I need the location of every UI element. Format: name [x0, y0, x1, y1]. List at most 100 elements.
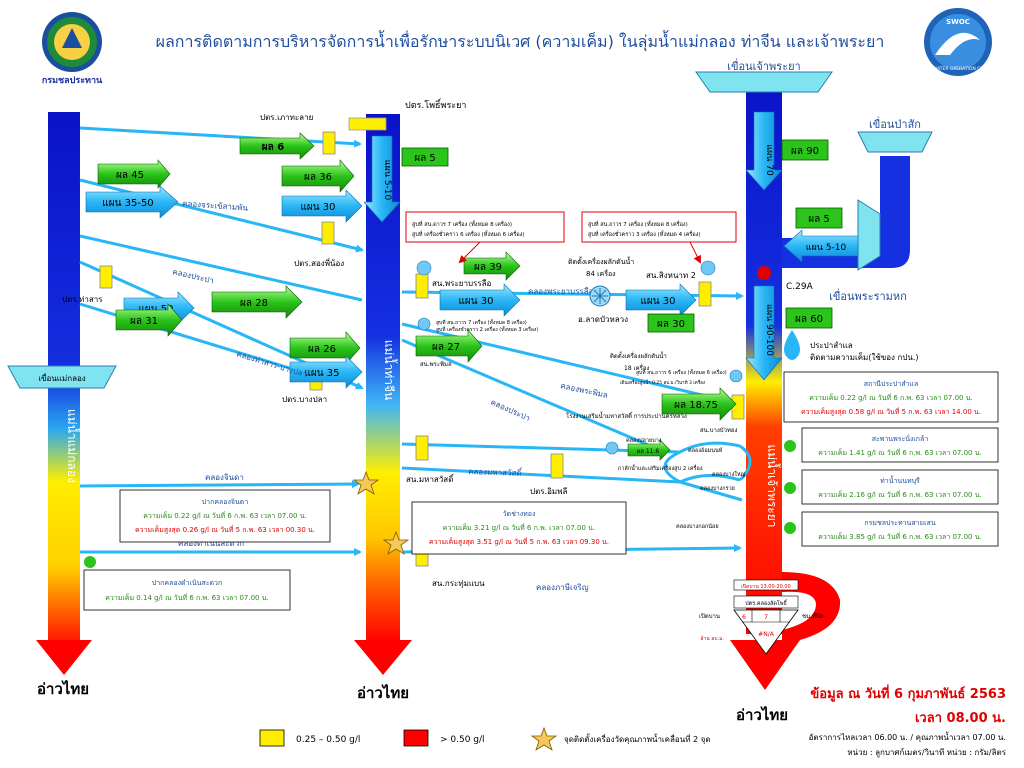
flow-label-f45: ผล 45: [116, 170, 144, 181]
flow-label-f27: ผล 27: [432, 342, 460, 353]
flow-label-f90100: แผน 90-100: [764, 304, 774, 356]
flow-label-f116: ผล 11.6: [637, 448, 660, 455]
flow-label-f5: ผล 5: [414, 153, 436, 164]
station-mahasawat: สน.มหาสวัสดิ์: [406, 473, 455, 484]
pump-box1-line1: สูบที่ สน.ดาวร 7 เครื่อง (ทั้งหมด 8 เครื…: [412, 220, 512, 228]
gate-na: #N/A: [758, 631, 775, 638]
canal-om-non: คลองอ้อมนนท์: [688, 447, 723, 454]
pump-box2-line2: สูบที่ เครื่องชั่วคราว 3 เครื่อง (ทั้งหม…: [588, 230, 701, 238]
footer-note-1: อัตราการไหลเวลา 06.00 น. / คุณภาพน้ำเวลา…: [809, 731, 1006, 742]
salinity-chinda-max: ความเค็มสูงสุด 0.26 g/l ณ วันที่ 5 ก.พ. …: [135, 525, 315, 534]
salinity-samlae-value: ความเค็ม 0.22 g/l ณ วันที่ 6 ก.พ. 63 เวล…: [809, 393, 973, 402]
swoc-logo-ring: SALT WATER OPERATION CENTER: [921, 66, 995, 72]
salinity-rid-title: กรมชลประทานสามเสน: [864, 519, 935, 527]
flow-arrow-f28: [211, 285, 303, 319]
pump-84-count: 84 เครื่อง: [586, 269, 616, 278]
station-pho-kradai: ปตร.เภาทะลาย: [260, 113, 313, 122]
status-dot-damnoen: [84, 556, 96, 568]
gulf-label-left: อ่าวไทย: [37, 679, 89, 698]
canal-prapa-west: คลองประปา: [172, 267, 215, 285]
tha-chin-river-label: แม่น้ำท่าจีน: [382, 340, 398, 400]
salinity-rid-value: ความเค็ม 3.85 g/l ณ วันที่ 6 ก.พ. 63 เวล…: [818, 532, 982, 541]
station-plant-note: โรงงานเสริมน้ำมหาสวัสดิ์ การประปานครหลวง: [566, 410, 687, 420]
salinity-box-rid: [801, 511, 999, 547]
gate-singhanat: [698, 281, 712, 307]
flow-label-f28: ผล 28: [240, 298, 268, 309]
pump-small2-line2: เดินเครื่องสูบน้ำ 0.25 ลบ.ม./วินาที 3 เค…: [620, 379, 705, 386]
chao-phraya-dam: [695, 71, 833, 93]
canal-chinda: คลองจินดา: [205, 473, 244, 482]
station-tha-san: ปตร.ท่าสาร: [62, 295, 103, 304]
gate-pho-kradai: [322, 131, 336, 155]
canal-bang-kruai: คลองบางกรวย: [700, 486, 735, 492]
swoc-logo: [924, 8, 992, 76]
canal-plaibang: คลองปลายบาง: [626, 437, 662, 444]
salinity-pakkret-value: ความเค็ม 1.41 g/l ณ วันที่ 6 ก.พ. 63 เวล…: [818, 448, 982, 457]
salinity-wat-value: ความเค็ม 3.21 g/l ณ วันที่ 6 ก.พ. เวลา 0…: [443, 523, 595, 532]
salinity-box-samlae: [783, 371, 999, 423]
mae-klong-river-label: แม่น้ำแม่กลอง: [65, 409, 81, 483]
gate-bang-bua-thong: [731, 394, 745, 420]
chao-phraya-dam-label: เขื่อนเจ้าพระยา: [727, 58, 800, 73]
station-pump-note: กาลักน้ำและเสริมเครื่องสูบ 2 เครื่อง: [618, 464, 703, 472]
flow-label-f60: ผล 60: [795, 314, 823, 325]
phothi-phraya-gate: [348, 117, 387, 131]
chao-phraya-river-label: แม่น้ำเจ้าพระยา: [765, 444, 781, 527]
gate-name: ปตร.คลองลัดโพธิ์: [745, 599, 788, 607]
gate-phraya-banlue: [415, 273, 429, 299]
flow-box-f30d: [647, 313, 695, 333]
station-bang-bua-thong: สน.บางบัวทอง: [700, 427, 738, 434]
station-song-phi-nong: ปตร.สองพี่น้อง: [294, 257, 344, 268]
canal-damnoen: คลองดำเนินสะดวก: [178, 539, 244, 548]
pump-small1-line1: สูบที่ สน.ถาวร 7 เครื่อง (ทั้งหมด 8 เครื…: [436, 317, 527, 326]
flow-label-f5b: ผล 5: [808, 214, 830, 225]
flow-arrow-f30a: [281, 189, 363, 223]
swoc-logo-title: SWOC: [946, 18, 970, 26]
pump-box2-line1: สูบที่ สน.ถาวร 7 เครื่อง (ทั้งหมด 8 เครื…: [588, 220, 688, 228]
prapa-plant-label: ประปาสำแล: [810, 341, 853, 350]
legend-star-icon: [530, 726, 558, 751]
salinity-box-pakkret: [801, 427, 999, 463]
salinity-box-nonthaburi: [801, 469, 999, 505]
flow-label-f39: ผล 39: [474, 262, 502, 273]
pump-small1-line2: สูบที่ เครื่องชั่วคราว 2 เครื่อง (ทั้งหม…: [436, 324, 538, 333]
canal-prapa-east: คลองประปา: [489, 398, 531, 423]
flow-label-f70: แผน 70: [764, 144, 774, 176]
pump-box1-line2: สูบที่ เครื่องชั่วคราว 6 เครื่อง (ทั้งหม…: [412, 230, 525, 238]
canal-chorakhe: คลองจระเข้สามพัน: [182, 199, 249, 213]
lad-pho-gate-panel: [733, 579, 799, 655]
gate-flow-label: ล้าน ลบ.ม.: [700, 635, 724, 642]
pump-18-count: 18 เครื่อง: [624, 364, 649, 372]
salinity-box-damnoen: [83, 569, 291, 611]
gulf-label-right: อ่าวไทย: [736, 705, 788, 724]
footer-time: เวลา 08.00 น.: [915, 711, 1006, 726]
canal-mahasawat: คลองมหาสวัสดิ์: [468, 465, 523, 478]
canal-bang-yai: คลองบางใหญ่: [712, 471, 746, 478]
flow-box-f5b: [795, 207, 843, 229]
salinity-box-wat: [411, 501, 627, 555]
legend-red-swatch: [403, 729, 429, 747]
station-krathum-baen: สน.กระทุ่มแบน: [432, 579, 485, 588]
rama6-dam-label: เขื่อนพระรามหก: [829, 288, 907, 303]
phothi-phraya-label: ปตร.โพธิ์พระยา: [405, 98, 466, 111]
prapa-plant-sub: ติดตามความเค็ม(ใช้ของ กปน.): [810, 352, 919, 362]
salinity-damnoen-value: ความเค็ม 0.14 g/l ณ วันที่ 6 ก.พ. 63 เวล…: [105, 593, 269, 602]
flow-arrow-f116: [627, 439, 671, 461]
legend-red-label: > 0.50 g/l: [440, 735, 485, 745]
salinity-samlae-max: ความเค็มสูงสุด 0.58 g/l ณ วันที่ 5 ก.พ. …: [801, 407, 981, 416]
gate-close-label: ชม.ที่ปิด: [802, 612, 824, 620]
flow-label-f30d: ผล 30: [657, 319, 685, 330]
salinity-chinda-value: ความเค็ม 0.22 g/l ณ วันที่ 6 ก.พ. 63 เวล…: [143, 511, 307, 520]
flow-box-f60: [785, 307, 833, 329]
flow-arrow-f35: [289, 355, 363, 389]
water-drop-icon: [784, 330, 800, 360]
flow-arrow-f6: [239, 132, 315, 160]
pump-18-title: ติดตั้งเครื่องผลักดันน้ำ: [610, 350, 667, 360]
station-lat-bua-luang: อ.ลาดบัวหลวง: [578, 315, 628, 324]
flow-arrow-f510b: [783, 229, 859, 263]
flow-arrow-f26: [289, 331, 361, 365]
station-singhanat: สน.สิงหนาท 2: [646, 271, 696, 280]
station-imphli: ปตร.อิมพลี: [530, 487, 567, 496]
flow-label-f35: แผน 35: [304, 368, 339, 379]
pump-box1-pointer: [458, 241, 481, 264]
